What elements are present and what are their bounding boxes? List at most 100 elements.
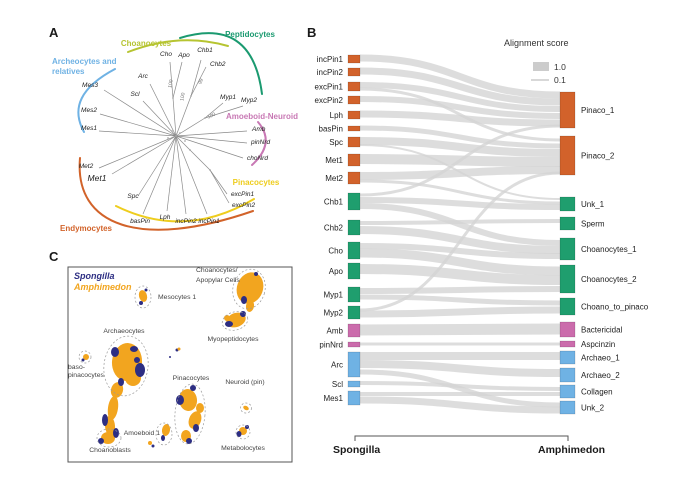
umap-cluster-blob [135,363,145,377]
sankey-left-label: Apo [329,267,344,276]
sankey-ribbon [359,203,561,246]
sankey-left-label: Spc [329,138,343,147]
tree-branch [209,169,228,195]
umap-cluster-blob [186,438,192,444]
sankey-ribbon [359,396,561,414]
tree-tip-label: basPin [130,218,150,225]
sankey-left-label: Cho [328,247,343,256]
sankey-left-node [347,192,361,211]
sankey-left-node [347,323,361,338]
tree-node-dot [172,97,174,99]
sankey-ribbon [359,264,561,285]
umap-cluster-label: pinacocytes [68,372,104,379]
umap-cluster-label: Mesocytes 1 [158,294,196,301]
umap-cluster-blob [118,378,124,386]
umap-cluster-blob [161,424,171,436]
sankey-ribbon [359,179,561,205]
tree-group-arc [115,198,255,223]
tree-branch [175,95,192,137]
sankey-left-label: incPin1 [317,55,344,64]
umap-cluster-blob [102,414,108,426]
sankey-right-node [559,135,576,176]
tree-node-dot [184,140,186,142]
sankey-ribbon [359,67,561,106]
umap-cluster-blob [113,428,119,438]
sankey-ribbon [359,54,561,99]
umap-cluster-label: Archaeocytes [103,328,145,335]
tree-branch [98,135,177,169]
sankey-right-label: Archaeo_1 [581,354,620,363]
umap-cluster-outline [78,350,92,364]
sankey-ribbon [359,125,561,149]
sankey-left-node [347,351,361,378]
sankey-right-label: Pinaco_1 [581,106,615,115]
sankey-right-label: Collagen [581,388,613,397]
sankey-ribbon [359,124,561,197]
tree-branch [137,135,177,197]
tree-branch [172,97,177,137]
tree-tip-label: pinNrd [250,139,271,146]
species-bracket [354,435,569,441]
umap-cluster-label: baso- [68,364,85,371]
umap-cluster-label: Choanocytes/ [196,267,238,274]
tree-tip-label: Chb1 [197,47,213,54]
sankey-right-label: Unk_1 [581,200,605,209]
sankey-right-node [559,264,576,294]
tree-tip-label: Met2 [79,163,94,170]
sankey-left-label: Met2 [325,174,343,183]
sankey-right-node [559,350,576,365]
sankey-right-label: Bactericidal [581,326,623,335]
umap-cluster-blob [110,382,124,398]
sankey-left-label: excPin2 [315,96,344,105]
sankey-ribbon [359,197,561,210]
sankey-left-node [347,81,361,92]
sankey-right-node [559,297,576,316]
umap-cluster-outline [155,422,173,446]
alignment-score-title: Alignment score [504,38,569,48]
tree-group-label: relatives [52,67,85,76]
tree-group-arc [179,32,263,95]
umap-cluster-outline [221,311,249,331]
umap-cluster-blob [193,424,199,432]
umap-cluster-blob [176,395,184,405]
tree-group-label: Endymocytes [60,224,113,233]
tree-branch [175,135,244,159]
sankey-right-label: Unk_2 [581,404,605,413]
bootstrap-value: 99 [197,78,205,86]
panel-b-letter: B [307,25,317,40]
tree-tip-label: Cho [160,51,172,58]
umap-cluster-blob [83,354,89,360]
tree-group-label: Archeocytes and [52,57,117,66]
tree-tip-label: Mes2 [81,107,97,114]
tree-tip-label: excPin2 [232,202,256,209]
sankey-ribbon [359,286,561,294]
sankey-ribbon [359,110,561,127]
sankey-ribbon [359,171,561,312]
tree-tip-label: incPin2 [175,218,197,225]
sankey-ribbon [359,96,561,119]
umap-cluster-label: Amoeboid 1 [124,430,160,437]
tree-tip-label: excPin1 [231,191,255,198]
tree-branch [175,135,187,215]
legend-low-value: 0.1 [554,75,566,85]
tree-group-arc [251,121,267,166]
sankey-left-label: Mes1 [323,394,343,403]
tree-tip-label: Lph [160,214,171,221]
legend-high-value: 1.0 [554,62,566,72]
tree-branch [98,130,177,137]
sankey-right-node [559,216,576,231]
tree-branch [175,135,248,144]
tree-branch [149,83,177,137]
tree-node-dot [171,130,173,132]
umap-cluster-outline [134,285,152,309]
tree-branch [103,89,177,137]
umap-cluster-label: Neuroid (pin) [225,379,264,386]
sankey-left-label: incPin2 [317,68,344,77]
umap-cluster-label: Metabolocytes [221,445,265,452]
sankey-left-label: Met1 [325,156,343,165]
tree-tip-label: Myp2 [241,97,257,104]
sankey-left-label: Scl [332,380,343,389]
tree-branch [111,135,177,175]
